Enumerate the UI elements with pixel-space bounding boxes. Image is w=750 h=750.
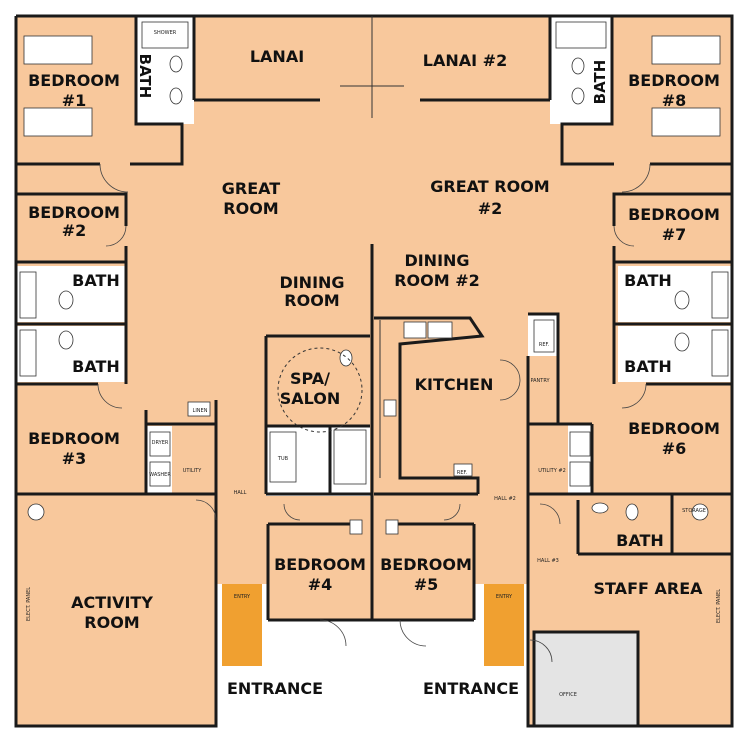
walls [14,14,734,728]
label-ref-2: REF. [457,470,468,476]
entry-right-floor [484,584,524,666]
label-bedroom-6-b: #6 [662,439,687,458]
label-bedroom-2-a: BEDROOM [28,203,120,222]
label-spa-a: SPA/ [290,369,330,388]
label-washer: WASHER [149,472,171,478]
label-entrance-left: ENTRANCE [227,679,323,698]
label-bedroom-3-b: #3 [62,449,87,468]
label-utility: UTILITY [183,468,203,474]
door-swings [97,163,651,663]
label-bath-staff: BATH [616,531,664,550]
label-entrance-right: ENTRANCE [423,679,519,698]
label-bath-left-1: BATH [72,271,120,290]
label-dining-2-a: DINING [404,251,469,270]
label-utility-2: UTILITY #2 [538,468,566,474]
label-bedroom-6-a: BEDROOM [628,419,720,438]
label-bedroom-5-a: BEDROOM [380,555,472,574]
label-bath-top-left: BATH [136,54,154,99]
label-linen: LINEN [193,408,208,414]
label-bedroom-1-b: #1 [62,91,87,110]
label-hall-3: HALL #3 [537,558,559,564]
label-great-room-b: ROOM [223,199,278,218]
label-bedroom-8-a: BEDROOM [628,71,720,90]
label-bedroom-8-b: #8 [662,91,687,110]
label-pantry: PANTRY [530,378,550,384]
label-great-room-a: GREAT [222,179,281,198]
label-hall-2: HALL #2 [494,496,516,502]
label-entry-right: ENTRY [496,594,513,600]
label-activity-b: ROOM [84,613,139,632]
label-lanai: LANAI [250,47,304,66]
room-labels: LANAI LANAI #2 BATH BATH BEDROOM #1 BEDR… [28,47,720,698]
label-entry-left: ENTRY [234,594,251,600]
label-bedroom-7-b: #7 [662,225,687,244]
label-hall: HALL [234,490,247,496]
label-great-room-2-b: #2 [478,199,503,218]
label-elect-panel-right: ELECT. PANEL [716,589,722,623]
label-dining-b: ROOM [284,291,339,310]
label-kitchen: KITCHEN [415,375,494,394]
label-bedroom-3-a: BEDROOM [28,429,120,448]
label-dryer: DRYER [152,440,169,446]
label-bedroom-1-a: BEDROOM [28,71,120,90]
fixtures [19,21,729,535]
label-lanai-2: LANAI #2 [423,51,507,70]
label-shower: SHOWER [154,30,177,36]
label-bedroom-7-a: BEDROOM [628,205,720,224]
label-bedroom-4-a: BEDROOM [274,555,366,574]
label-storage: STORAGE [682,508,706,514]
label-bedroom-5-b: #5 [414,575,439,594]
label-ref: REF. [539,342,550,348]
small-labels: LINEN UTILITY UTILITY #2 HALL HALL #2 HA… [26,30,722,698]
label-great-room-2-a: GREAT ROOM [430,177,549,196]
label-office: OFFICE [559,692,577,698]
label-bath-left-2: BATH [72,357,120,376]
label-tub: TUB [277,456,289,462]
label-elect-panel-left: ELECT. PANEL [26,587,32,621]
label-dining-2-b: ROOM #2 [394,271,480,290]
label-bedroom-2-b: #2 [62,221,87,240]
label-dining-a: DINING [279,273,344,292]
label-activity-a: ACTIVITY [71,593,153,612]
entry-left-floor [222,584,262,666]
label-staff-area: STAFF AREA [593,579,703,598]
label-spa-b: SALON [280,389,341,408]
label-bath-right-2: BATH [624,357,672,376]
label-bath-right-1: BATH [624,271,672,290]
label-bath-top-right: BATH [591,60,609,105]
label-bedroom-4-b: #4 [308,575,333,594]
